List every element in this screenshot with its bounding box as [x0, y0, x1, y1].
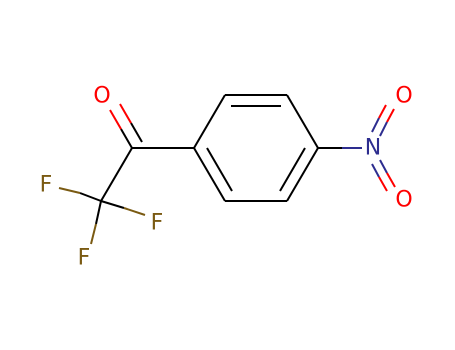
nitro-oxygen-bottom-label: O: [395, 188, 412, 213]
ring-bond-upper-right: [286, 94, 319, 149]
benzene-ring: [193, 94, 319, 202]
ring-bond-lower-left-inner: [206, 147, 233, 192]
ring-bond-upper-left: [193, 94, 226, 149]
nitro-nitrogen-label: N: [365, 136, 381, 161]
fluorine-bottom-label: F: [78, 246, 91, 271]
cf3-group: [58, 187, 146, 245]
carbonyl-cf3-bond: [100, 147, 133, 202]
ring-bond-lower-left: [193, 147, 226, 202]
ring-bond-lower-right-inner: [279, 147, 306, 192]
nitro-oxygen-top-label: O: [395, 84, 412, 109]
fluorine-right-label: F: [151, 211, 164, 236]
carbonyl-double-bond: [109, 103, 143, 149]
ring-bond-lower-right: [286, 147, 319, 202]
nitro-bonds: [371, 104, 396, 192]
carbonyl-oxygen-label: O: [93, 84, 110, 109]
fluorine-left-label: F: [40, 173, 53, 198]
